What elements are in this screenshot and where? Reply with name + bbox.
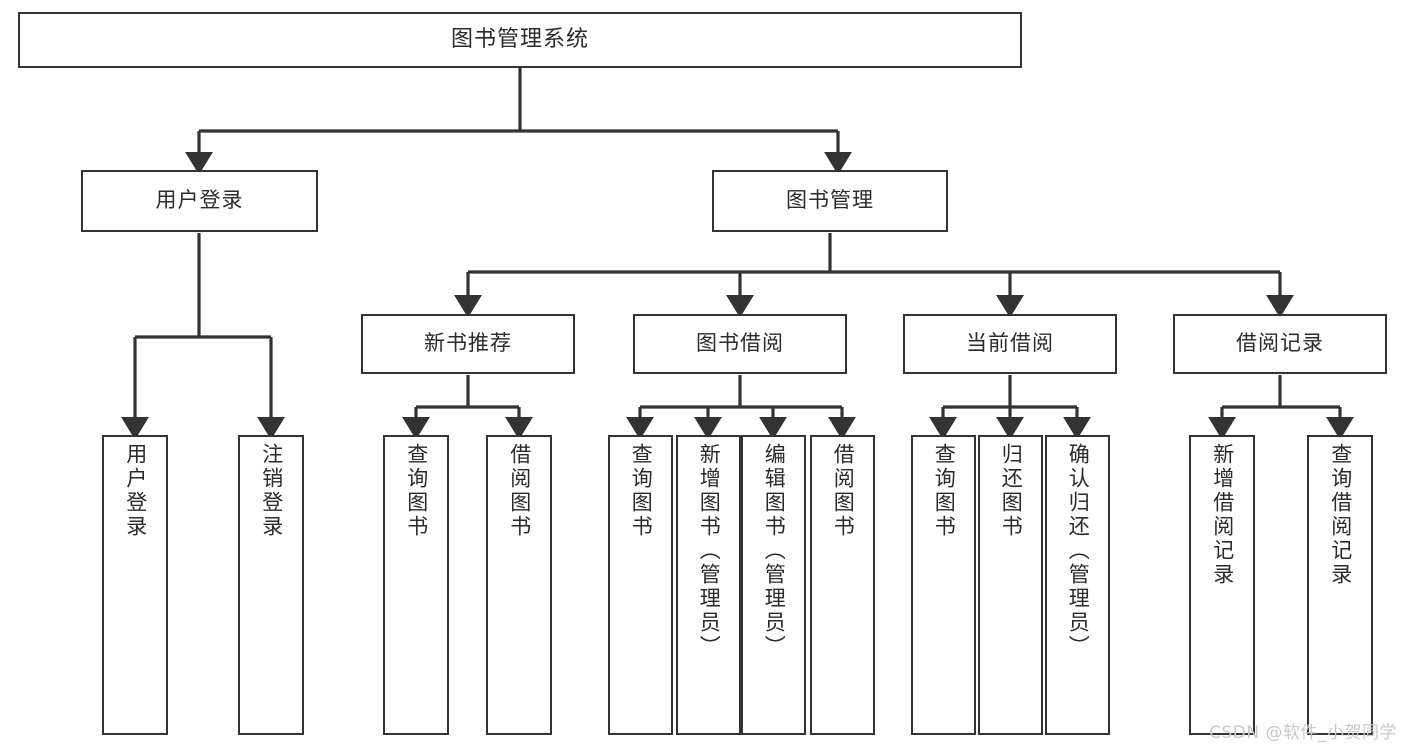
node-book-management[interactable]: 图书管理: [712, 170, 948, 232]
leaf-new-book-query-book[interactable]: 查询图书: [383, 435, 449, 735]
leaf-current-borrow-return-book[interactable]: 归还图书: [978, 435, 1043, 735]
node-root-book-management-system[interactable]: 图书管理系统: [18, 12, 1022, 68]
node-label: 新增图书（管理员）: [697, 443, 722, 659]
node-label: 借阅图书: [507, 443, 532, 539]
node-label: 当前借阅: [966, 331, 1054, 356]
node-label: 查询图书: [629, 443, 654, 539]
node-label: 确认归还（管理员）: [1066, 443, 1091, 659]
leaf-borrow-record-add-record[interactable]: 新增借阅记录: [1189, 435, 1255, 735]
node-label: 借阅图书: [831, 443, 856, 539]
node-label: 新增借阅记录: [1210, 443, 1235, 587]
node-borrow-record[interactable]: 借阅记录: [1173, 314, 1387, 374]
node-label: 新书推荐: [424, 331, 512, 356]
node-label: 注销登录: [259, 443, 284, 539]
watermark-text: CSDN @软件_小贺同学: [1209, 723, 1397, 743]
leaf-current-borrow-confirm-return-admin[interactable]: 确认归还（管理员）: [1045, 435, 1110, 735]
node-label: 查询图书: [932, 443, 957, 539]
node-user-login[interactable]: 用户登录: [81, 170, 318, 232]
leaf-book-borrow-query-book[interactable]: 查询图书: [608, 435, 673, 735]
leaf-user-login-login[interactable]: 用户登录: [102, 435, 168, 735]
node-label: 图书管理系统: [450, 26, 589, 52]
node-label: 用户登录: [123, 443, 148, 539]
leaf-borrow-record-query-record[interactable]: 查询借阅记录: [1307, 435, 1373, 735]
node-label: 编辑图书（管理员）: [762, 443, 787, 659]
leaf-book-borrow-add-book-admin[interactable]: 新增图书（管理员）: [676, 435, 741, 735]
leaf-book-borrow-borrow-book[interactable]: 借阅图书: [810, 435, 875, 735]
node-current-borrow[interactable]: 当前借阅: [903, 314, 1117, 374]
leaf-book-borrow-edit-book-admin[interactable]: 编辑图书（管理员）: [741, 435, 806, 735]
node-label: 借阅记录: [1236, 331, 1324, 356]
leaf-current-borrow-query-book[interactable]: 查询图书: [911, 435, 976, 735]
node-label: 查询图书: [404, 443, 429, 539]
node-book-borrow[interactable]: 图书借阅: [633, 314, 847, 374]
node-label: 图书借阅: [696, 331, 784, 356]
leaf-new-book-borrow-book[interactable]: 借阅图书: [486, 435, 552, 735]
node-label: 归还图书: [999, 443, 1024, 539]
node-label: 用户登录: [155, 188, 244, 213]
node-new-book-recommend[interactable]: 新书推荐: [361, 314, 575, 374]
node-label: 图书管理: [786, 188, 874, 213]
leaf-user-login-logout[interactable]: 注销登录: [238, 435, 304, 735]
node-label: 查询借阅记录: [1328, 443, 1353, 587]
